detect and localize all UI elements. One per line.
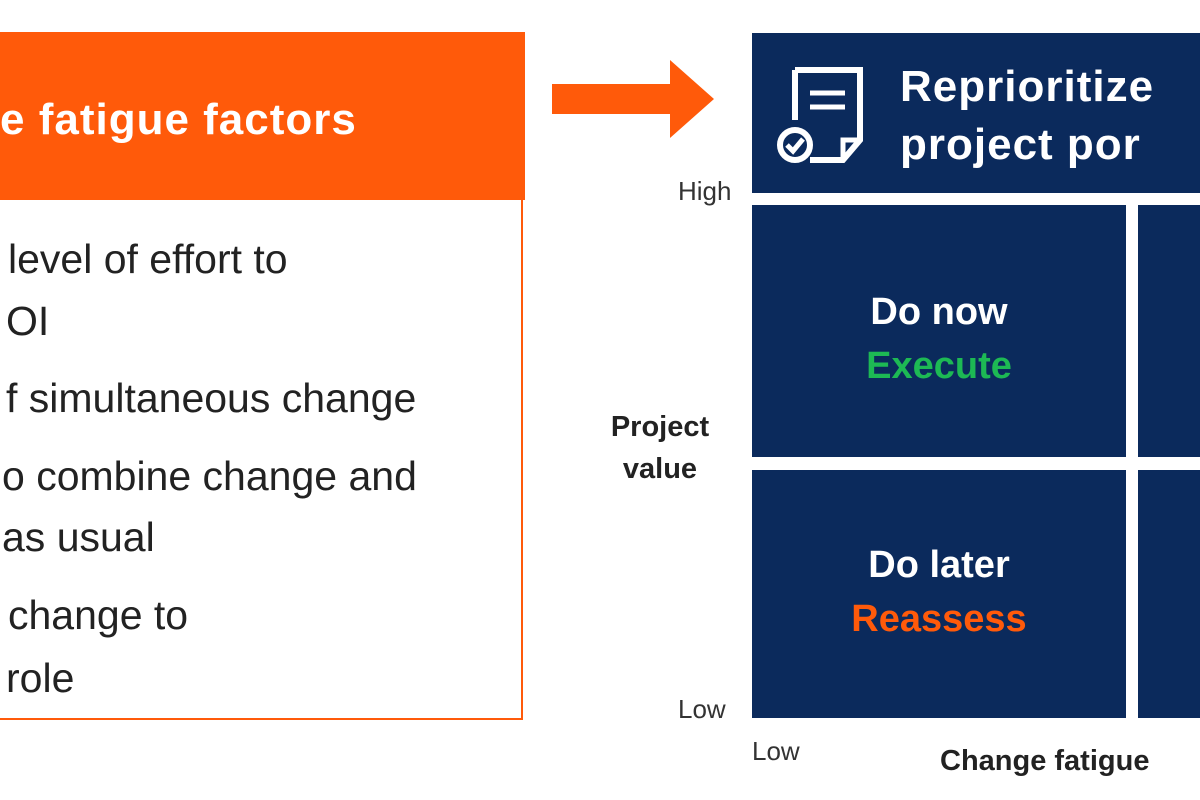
factor-line: as usual xyxy=(2,514,155,560)
y-axis-label-line: Project xyxy=(610,411,710,443)
factors-title: e fatigue factors xyxy=(0,95,357,144)
factor-line: level of effort to xyxy=(8,236,288,282)
quadrant-do-now: Do now Execute xyxy=(752,205,1126,457)
quadrant-do-later: Do later Reassess xyxy=(752,470,1126,718)
title-line: project por xyxy=(900,120,1141,169)
factors-header xyxy=(0,32,525,200)
reprioritize-title: Reprioritize project por xyxy=(900,58,1154,174)
y-axis-high: High xyxy=(678,176,732,206)
quadrant-bottom-right xyxy=(1138,470,1200,718)
factor-line: o combine change and xyxy=(2,453,417,499)
document-check-icon xyxy=(777,67,863,163)
right-arrow-icon xyxy=(552,60,714,138)
quadrant-label: Do now xyxy=(870,291,1008,333)
reprioritize-header xyxy=(752,33,1200,193)
quadrant-top-right xyxy=(1138,205,1200,457)
title-line: Reprioritize xyxy=(900,62,1155,111)
factor-line: OI xyxy=(6,298,50,344)
y-axis-low: Low xyxy=(678,694,726,724)
factors-list-box xyxy=(0,198,523,720)
y-axis-label: Project value xyxy=(590,406,730,490)
factor-line: role xyxy=(6,655,75,701)
factor-line: change to xyxy=(8,592,189,638)
quadrant-label: Do later xyxy=(868,544,1010,586)
x-axis-low: Low xyxy=(752,736,800,766)
x-axis-label: Change fatigue xyxy=(940,745,1150,777)
y-axis-label-line: value xyxy=(622,453,698,485)
quadrant-action: Execute xyxy=(866,345,1012,387)
quadrant-action: Reassess xyxy=(851,598,1027,640)
factor-line: f simultaneous change xyxy=(6,375,417,421)
